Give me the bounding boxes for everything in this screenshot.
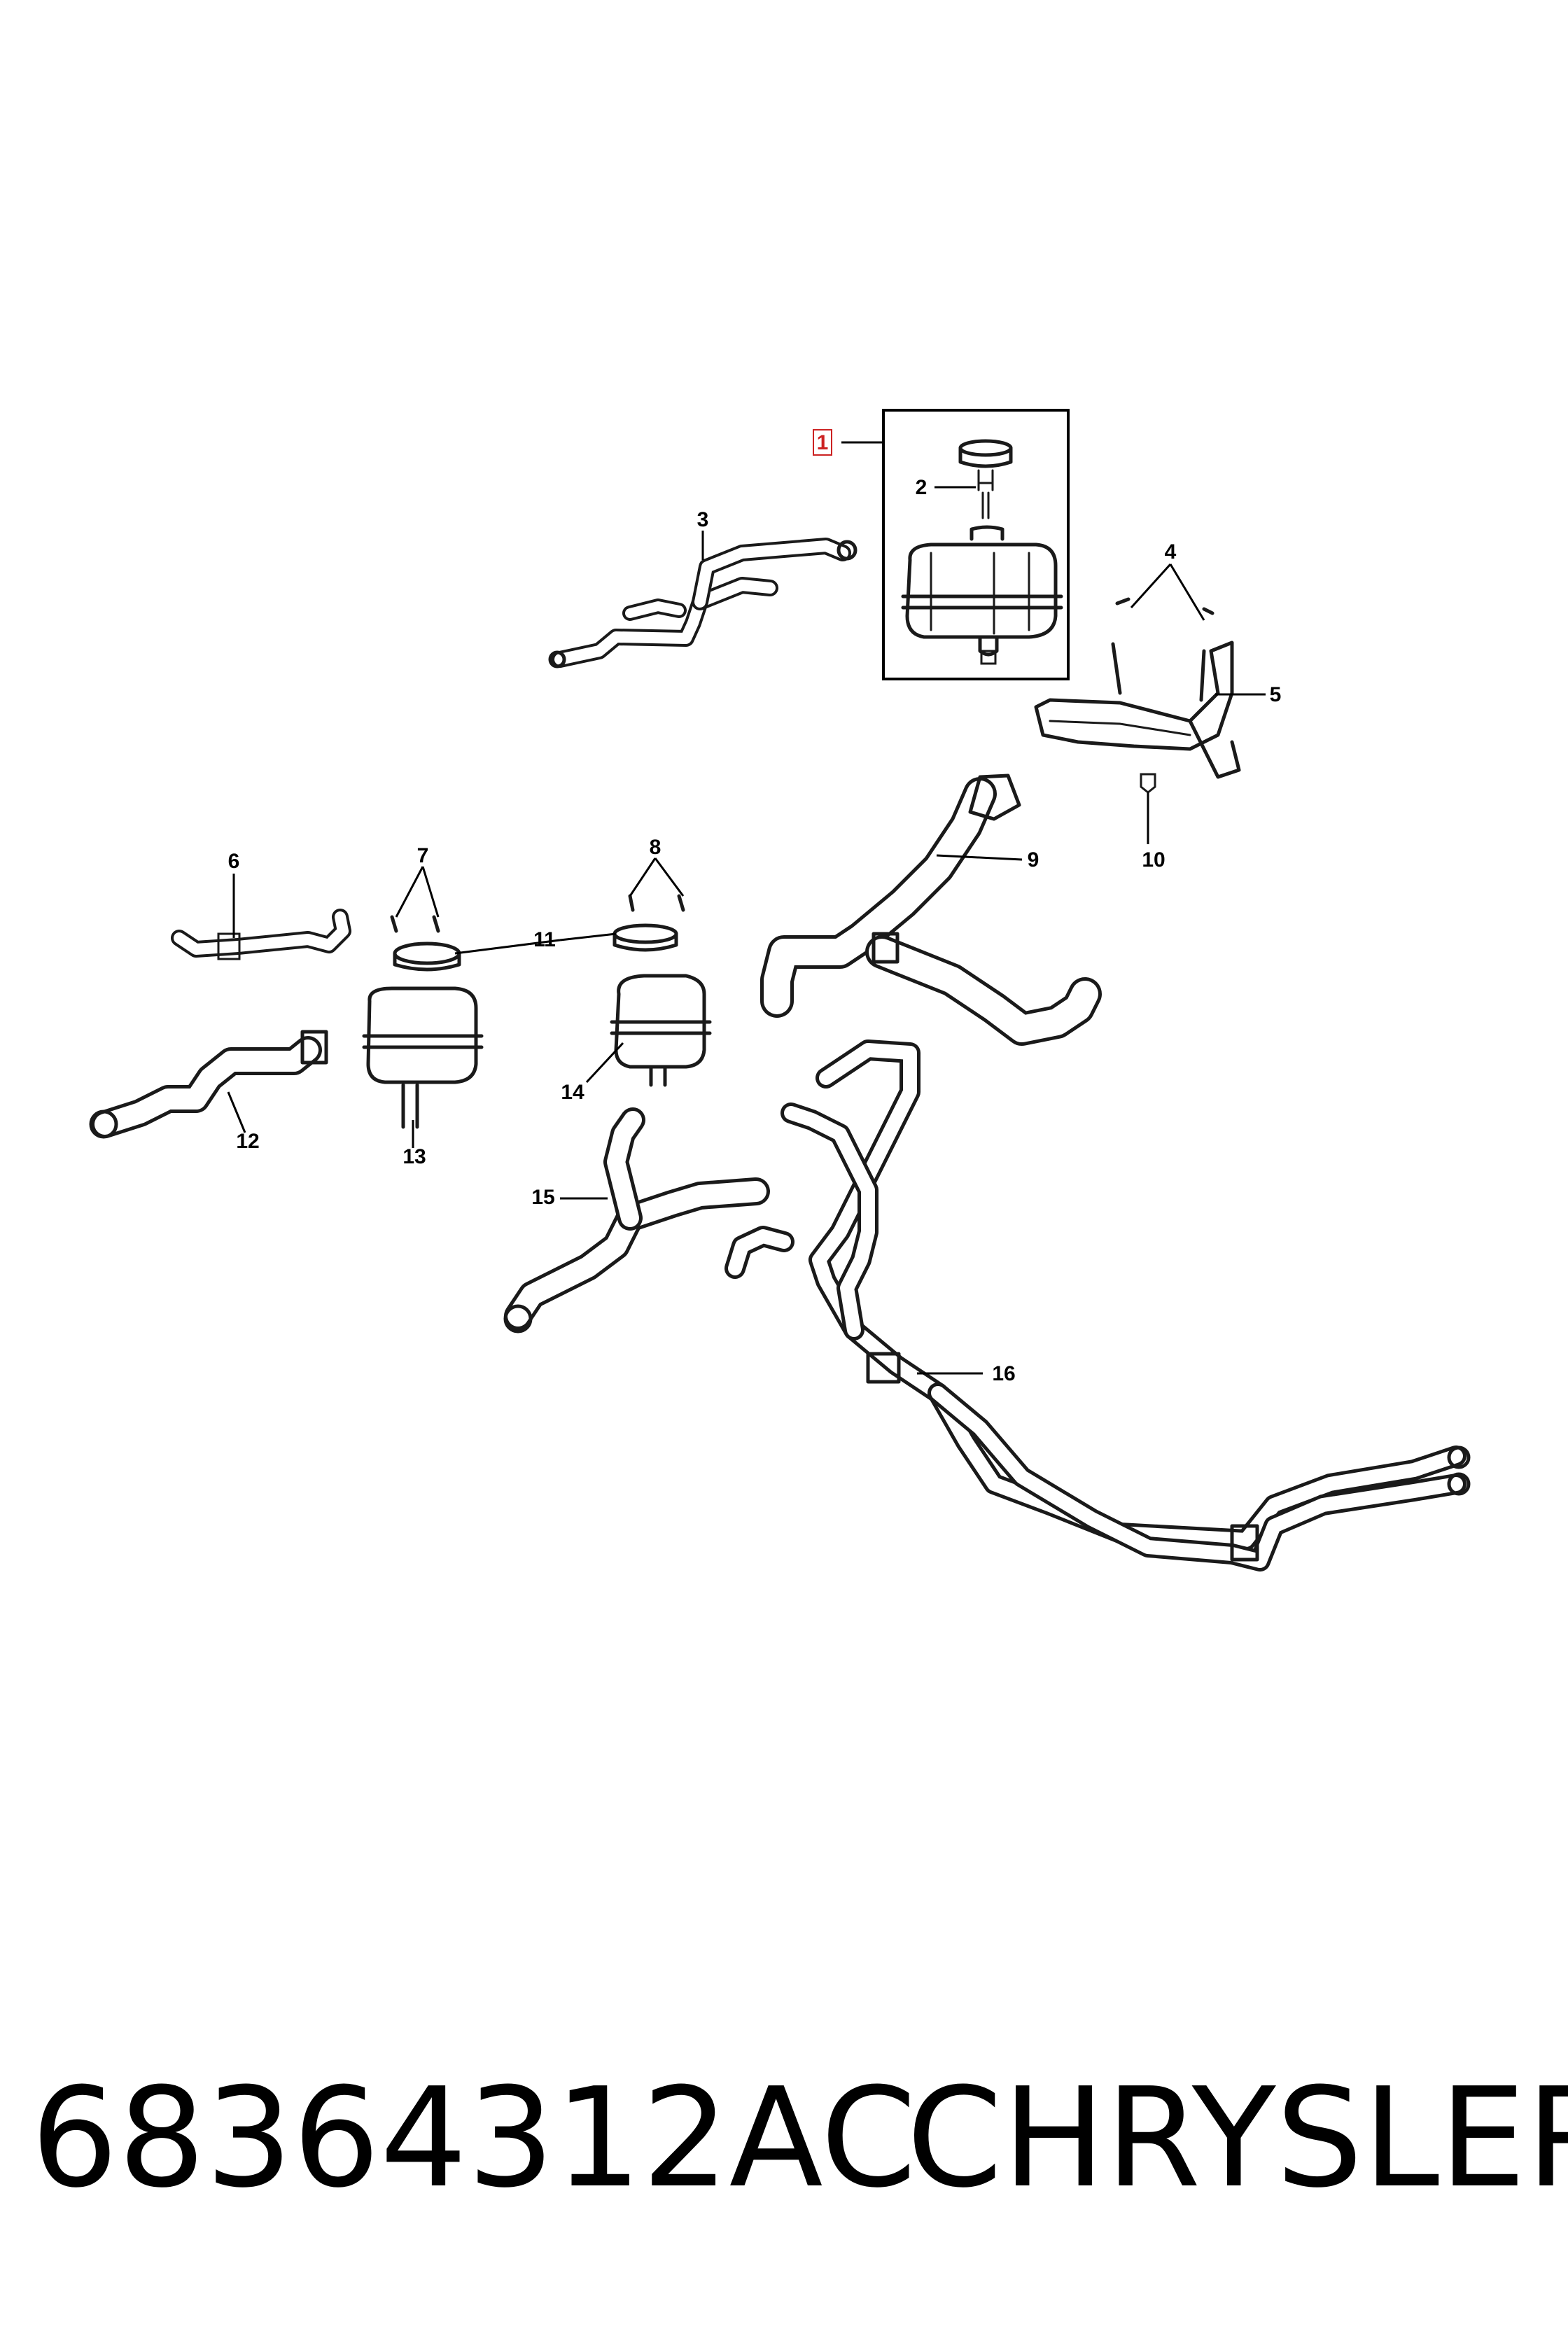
callout-2[interactable]: 2 (916, 476, 927, 499)
parts-diagram: 1 2 3 4 5 6 7 8 9 10 11 12 13 14 15 16 (89, 409, 1471, 1572)
part-number: 68364312AC (31, 2059, 917, 2218)
leader-lines (227, 441, 1266, 1375)
brand-name: CHRYSLER (906, 2059, 1568, 2218)
callout-14[interactable]: 14 (561, 1081, 584, 1104)
callout-9[interactable]: 9 (1028, 848, 1040, 872)
callout-1[interactable]: 1 (817, 431, 829, 454)
hose-16 (780, 1040, 1471, 1572)
callout-16[interactable]: 16 (992, 1362, 1015, 1385)
bracket-5 (1034, 597, 1241, 806)
reservoir-14 (610, 894, 712, 1087)
callout-7[interactable]: 7 (417, 844, 429, 867)
hose-15 (503, 1107, 794, 1334)
callout-1-highlight (813, 429, 832, 456)
callout-4[interactable]: 4 (1165, 540, 1177, 564)
callout-11[interactable]: 11 (533, 928, 556, 951)
callout-5[interactable]: 5 (1270, 683, 1282, 706)
callout-13[interactable]: 13 (402, 1145, 426, 1168)
callout-3[interactable]: 3 (697, 508, 709, 531)
callout-10[interactable]: 10 (1142, 848, 1165, 872)
callout-15[interactable]: 15 (531, 1186, 554, 1209)
reservoir-assembly-box (882, 409, 1070, 680)
callout-labels: 1 2 3 4 5 6 7 8 9 10 11 12 13 14 15 16 (228, 429, 1282, 1385)
callout-6[interactable]: 6 (228, 850, 240, 873)
hose-3 (548, 538, 858, 668)
hose-6 (171, 909, 351, 960)
hose-9 (760, 774, 1102, 1046)
reservoir-13 (362, 915, 484, 1129)
hose-12 (89, 1030, 328, 1139)
callout-12[interactable]: 12 (236, 1130, 259, 1153)
callout-8[interactable]: 8 (650, 836, 662, 859)
